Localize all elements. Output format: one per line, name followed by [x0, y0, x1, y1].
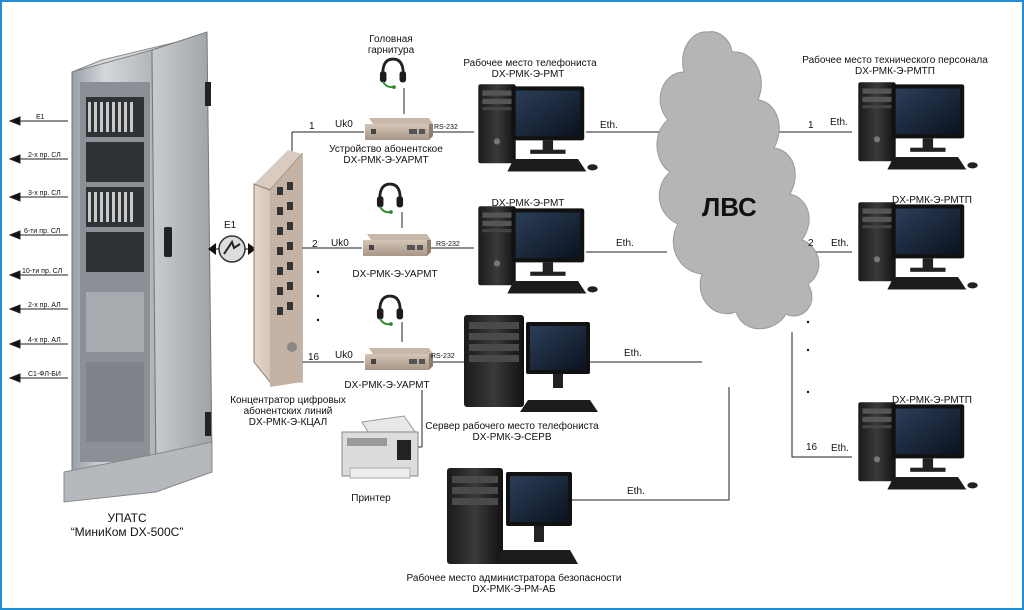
subscriber-device-model: DX-РМК-Э-УАРМТ — [343, 155, 429, 166]
admin-workstation-illustration — [447, 468, 578, 564]
operator-workstation-model: DX-РМК-Э-РМТ — [491, 198, 565, 209]
tech-workstation-title: Рабочее место технического персонала — [802, 55, 988, 66]
line-number: 1 — [808, 120, 814, 131]
left-port-arrows — [8, 116, 68, 383]
subscriber-device-model: DX-РМК-Э-УАРМТ — [352, 269, 438, 280]
line-number: 2 — [808, 238, 814, 249]
admin-model: DX-РМК-Э-РМ-АБ — [472, 584, 556, 595]
eth-label: Eth. — [600, 120, 618, 131]
printer-illustration — [341, 415, 419, 479]
operator-workstation-1 — [478, 84, 598, 172]
cabinet-illustration — [63, 31, 213, 503]
concentrator-line1: Концентратор цифровых — [230, 395, 346, 406]
admin-title: Рабочее место администратора безопасност… — [406, 573, 622, 584]
port-label: E1 — [36, 114, 45, 121]
line-number: 16 — [308, 352, 320, 363]
operator-workstation-model: DX-РМК-Э-РМТ — [491, 69, 565, 80]
cabinet-model: “МиниКом DX-500C” — [70, 525, 184, 539]
printer-label: Принтер — [351, 493, 391, 504]
subscriber-device-title: Устройство абонентское — [329, 144, 443, 155]
headset-icon-3 — [376, 294, 404, 328]
tech-workstation-model: DX-РМК-Э-РМТП — [892, 195, 972, 206]
port-label: С1-ФЛ-БИ — [28, 371, 61, 378]
subscriber-device-2 — [363, 234, 431, 256]
concentrator-model: DX-РМК-Э-КЦАЛ — [248, 417, 328, 428]
headset-icon-2 — [376, 182, 404, 216]
port-label: 4-х пр. АЛ — [28, 337, 61, 344]
eth-label: Eth. — [624, 348, 642, 359]
tech-workstation-2 — [858, 202, 978, 290]
subscriber-device-3 — [365, 348, 433, 370]
port-label: 2-х пр. СЛ — [28, 152, 61, 159]
server-illustration — [464, 315, 598, 412]
operator-workstation-title: Рабочее место телефониста — [463, 58, 597, 69]
eth-label: Eth. — [830, 117, 848, 128]
subscriber-device-1 — [365, 118, 433, 140]
tech-workstation-3 — [858, 402, 978, 490]
subscriber-device-model: DX-РМК-Э-УАРМТ — [344, 380, 430, 391]
line-number: 16 — [806, 442, 818, 453]
eth-label: Eth. — [627, 486, 645, 497]
uk0-label: Uk0 — [335, 119, 353, 130]
cabinet-name: УПАТС — [107, 511, 147, 525]
uk0-label: Uk0 — [335, 350, 353, 361]
port-label: 6-ти пр. СЛ — [24, 228, 61, 235]
rs232-label: RS-232 — [436, 241, 460, 248]
concentrator-illustration — [253, 150, 303, 387]
eth-label: Eth. — [831, 443, 849, 454]
connection-lines — [291, 88, 852, 501]
tech-workstation-1 — [858, 82, 978, 170]
lan-label: ЛВС — [702, 192, 757, 222]
eth-label: Eth. — [616, 238, 634, 249]
tech-workstation-model: DX-РМК-Э-РМТП — [855, 66, 935, 77]
rs232-label: RS-232 — [431, 353, 455, 360]
port-label: 3-х пр. СЛ — [28, 190, 61, 197]
headset-line2: гарнитура — [367, 45, 415, 56]
port-label: 2-х пр. АЛ — [28, 302, 61, 309]
uk0-label: Uk0 — [331, 238, 349, 249]
rs232-label: RS-232 — [434, 124, 458, 131]
line-number: 1 — [309, 121, 315, 132]
eth-label: Eth. — [831, 238, 849, 249]
server-title: Сервер рабочего место телефониста — [425, 421, 599, 432]
ellipsis-dots — [316, 270, 810, 394]
e1-link-icon — [208, 235, 256, 263]
operator-workstation-2 — [478, 206, 598, 294]
tech-workstation-model: DX-РМК-Э-РМТП — [892, 395, 972, 406]
port-label: 10-ти пр. СЛ — [22, 268, 63, 275]
headset-icon-1 — [379, 57, 407, 91]
concentrator-line2: абонентских линий — [243, 406, 333, 417]
server-model: DX-РМК-Э-СЕРВ — [472, 432, 552, 443]
lan-cloud — [656, 31, 820, 330]
e1-link-label: E1 — [224, 220, 237, 231]
headset-line1: Головная — [369, 34, 413, 45]
line-number: 2 — [312, 239, 318, 250]
